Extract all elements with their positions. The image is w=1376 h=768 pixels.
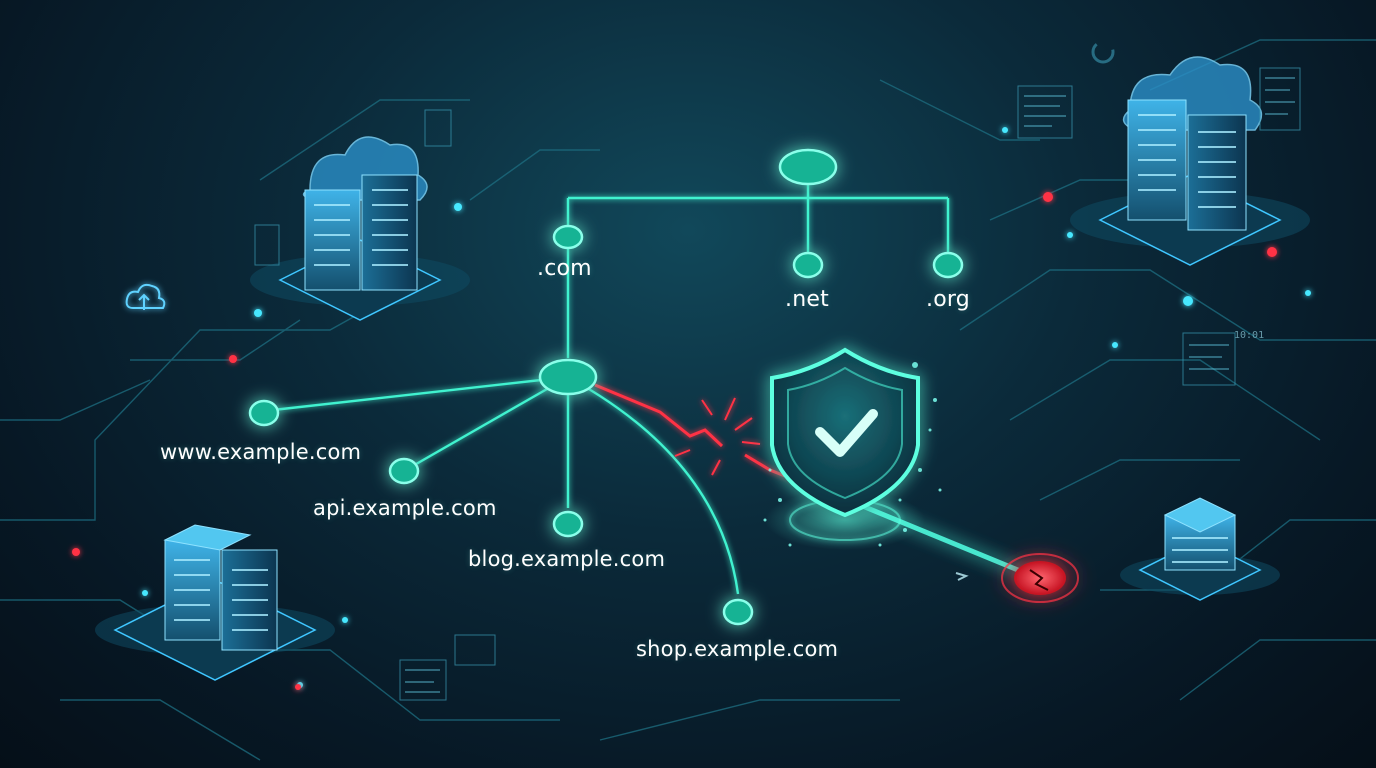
server-stack-icon — [95, 524, 335, 681]
cloud-upload-icon — [125, 283, 166, 310]
subdomain-node-blog — [552, 510, 584, 538]
broken-threat-icon — [1001, 553, 1079, 603]
shield-pulse — [765, 490, 925, 550]
subdomain-node-www — [248, 399, 280, 427]
shield-particles — [763, 362, 942, 547]
tree-links — [263, 167, 950, 595]
corner-code: 10:01 — [1234, 330, 1265, 341]
root-node — [778, 148, 838, 186]
subdomain-label-www: www.example.com — [160, 440, 362, 464]
tld-label-net: .net — [785, 287, 829, 312]
chevron-icon — [955, 572, 969, 581]
server-stack-icon — [250, 136, 470, 321]
threat-spark — [674, 397, 761, 476]
circuit-dots — [142, 127, 1311, 688]
server-stack-icon — [1070, 56, 1310, 266]
data-panel-lines — [405, 77, 1295, 693]
subdomain-label-api: api.example.com — [313, 496, 497, 520]
subdomain-label-shop: shop.example.com — [636, 637, 839, 661]
tld-label-com: .com — [537, 256, 592, 281]
alert-dots — [72, 192, 1277, 690]
circuit-traces — [0, 39, 1376, 761]
data-panels — [254, 67, 1301, 701]
threat-line — [594, 383, 801, 484]
server-stack-icon — [1120, 497, 1280, 601]
tld-node-org — [932, 251, 964, 279]
domain-node-example — [538, 358, 598, 396]
tld-label-org: .org — [926, 287, 970, 312]
subdomain-node-api — [388, 457, 420, 485]
tree-nodes — [248, 148, 964, 626]
subdomain-label-blog: blog.example.com — [468, 547, 666, 571]
tld-node-com — [552, 224, 584, 250]
tld-node-net — [792, 251, 824, 279]
shield-check-icon — [770, 347, 920, 518]
loading-ring-icon — [1091, 40, 1115, 64]
subdomain-node-shop — [722, 598, 754, 626]
